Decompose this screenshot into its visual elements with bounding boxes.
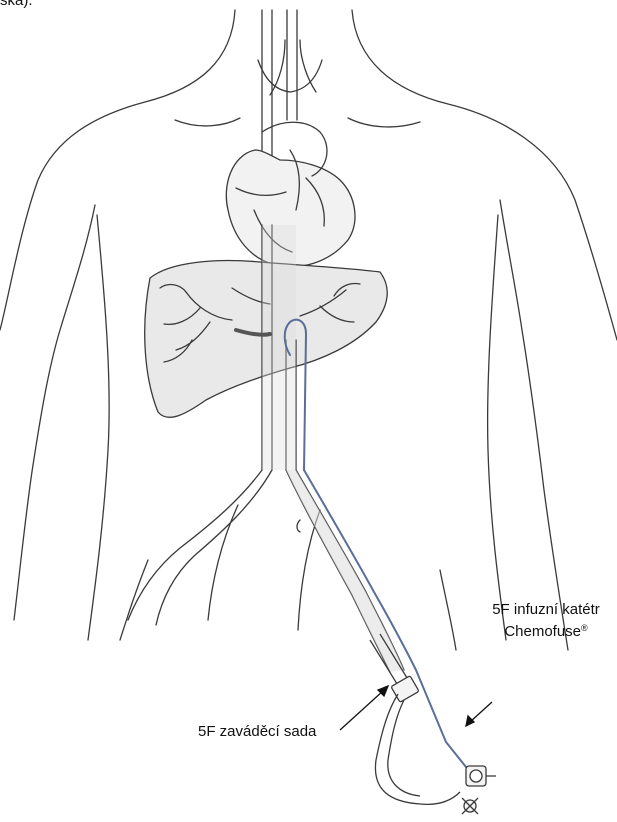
body-outline-right xyxy=(352,10,617,340)
catheter-line xyxy=(285,320,470,772)
left-torso-flank xyxy=(88,215,109,640)
sheath-label: 5F zaváděcí sada xyxy=(198,722,316,741)
lower-abdomen-right xyxy=(440,570,456,650)
navel xyxy=(297,520,300,532)
stopcock-icon xyxy=(462,798,478,814)
catheter-name: Chemofuse xyxy=(504,623,581,640)
catheter-hub-icon xyxy=(466,766,496,786)
vessel-shade xyxy=(264,470,404,672)
left-clavicle xyxy=(175,118,240,126)
catheter-arrow-line xyxy=(470,702,492,722)
ivc-shade xyxy=(262,225,296,470)
right-arm-outline xyxy=(500,200,568,650)
right-torso-flank xyxy=(488,215,506,640)
catheter-label: 5F infuzní katétr Chemofuse® xyxy=(478,600,614,641)
caption-fragment: ska). xyxy=(0,0,33,10)
catheter-label-line2: Chemofuse® xyxy=(478,619,614,641)
left-arm-outline xyxy=(14,205,95,620)
registered-mark: ® xyxy=(581,623,588,633)
right-clavicle xyxy=(348,118,420,127)
catheter-label-line1: 5F infuzní katétr xyxy=(478,600,614,619)
sheath-arrow-line xyxy=(340,690,384,730)
catheter-arrow-head xyxy=(466,716,474,726)
lower-abdomen-left xyxy=(120,560,148,640)
